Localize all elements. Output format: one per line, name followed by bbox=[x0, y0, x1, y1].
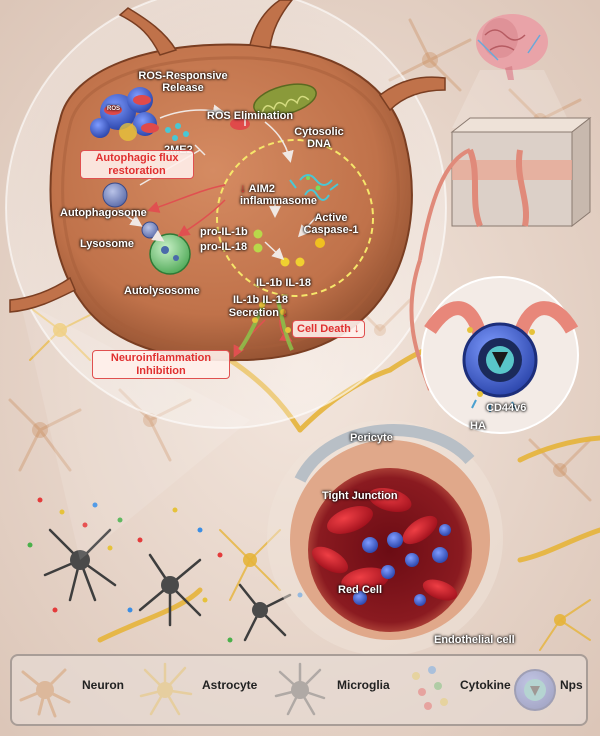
autolysosome bbox=[149, 233, 191, 275]
inflammasome-region bbox=[216, 139, 374, 297]
il-products-label: IL-1b IL-18 bbox=[256, 277, 312, 289]
ros-tag-label: ROS bbox=[107, 106, 121, 112]
pro-il18-label: pro-IL-18 bbox=[200, 241, 248, 253]
pericyte-label: Pericyte bbox=[350, 432, 393, 444]
secretion-label: IL-1b IL-18 Secretion ↓ bbox=[228, 294, 288, 320]
legend-astrocyte-label: Astrocyte bbox=[202, 678, 258, 692]
lysosome bbox=[141, 221, 159, 239]
cytokine-dots bbox=[27, 497, 303, 643]
autophagic-flux-label: Autophagic flux restoration bbox=[80, 150, 194, 180]
pro-il1b-label: pro-IL-1b bbox=[200, 226, 248, 238]
autolysosome-label: Autolysosome bbox=[124, 285, 200, 297]
red-cell-label: Red Cell bbox=[338, 584, 383, 596]
autophagosome-label: Autophagosome bbox=[60, 207, 147, 219]
down-arrow-icon: ↓ bbox=[353, 321, 360, 335]
mitochondrion bbox=[253, 83, 317, 117]
cytosolic-dna-label: Cytosolic DNA bbox=[294, 126, 344, 151]
active-caspase-label: Active Caspase-1 bbox=[303, 212, 359, 237]
brain-icon bbox=[476, 14, 548, 80]
cd44v6-label: CD44v6 bbox=[486, 402, 527, 414]
down-arrow-icon: ↓ bbox=[240, 181, 246, 195]
lysosome-label: Lysosome bbox=[80, 238, 135, 250]
legend-cytokine-label: Cytokine bbox=[460, 678, 511, 692]
ros-elimination-label: ROS Elimination bbox=[206, 110, 294, 122]
legend: Neuron Astrocyte Microglia Cytokine Nps bbox=[10, 654, 588, 726]
microglia-cluster bbox=[43, 528, 292, 642]
aim2-label: ↓ AIM2 inflammasome bbox=[240, 181, 318, 208]
legend-neuron-label: Neuron bbox=[82, 678, 124, 692]
autophagosome bbox=[102, 182, 128, 208]
dna-strands bbox=[289, 174, 339, 201]
tissue-block bbox=[418, 116, 592, 261]
ros-release-label: ROS-Responsive Release bbox=[138, 70, 228, 95]
blood-vessel bbox=[290, 424, 490, 640]
ha-label: HA bbox=[470, 420, 486, 432]
down-arrow-icon: ↓ bbox=[282, 305, 288, 320]
legend-nps-label: Nps bbox=[560, 678, 583, 692]
tight-junction-label: Tight Junction bbox=[322, 490, 398, 502]
cell-death-label: Cell Death ↓ bbox=[292, 320, 365, 338]
neuroinflammation-label: Neuroinflammation Inhibition bbox=[92, 350, 230, 380]
membrane bbox=[424, 301, 579, 338]
endothelial-cell-label: Endothelial cell bbox=[434, 634, 515, 646]
legend-microglia-label: Microglia bbox=[337, 678, 390, 692]
